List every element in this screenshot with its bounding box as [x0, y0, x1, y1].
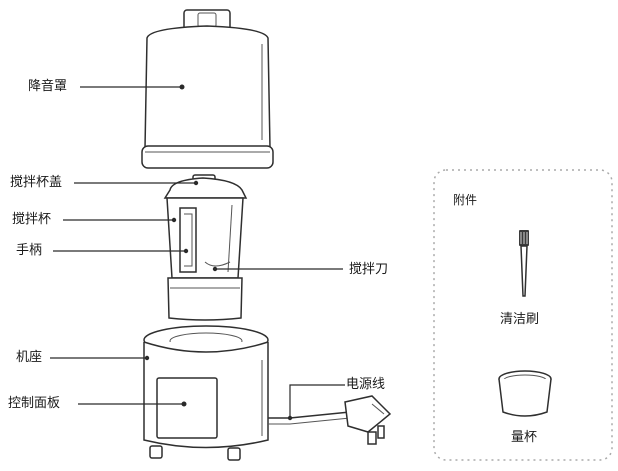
label-base: 机座	[16, 350, 43, 365]
label-blade: 搅拌刀	[349, 262, 389, 277]
label-noise-cover: 降音罩	[28, 79, 68, 94]
noise-cover-drawing	[141, 9, 274, 169]
label-handle: 手柄	[16, 243, 43, 258]
power-cord-drawing	[268, 395, 392, 445]
jar-lid-drawing	[163, 174, 248, 199]
label-measuring-cup: 量杯	[511, 430, 538, 445]
leader-lines	[50, 84, 345, 421]
accessories-drawing	[433, 169, 613, 461]
accessories-title: 附件	[453, 193, 478, 207]
base-drawing	[143, 325, 269, 461]
label-power-cord: 电源线	[346, 377, 386, 392]
label-control-panel: 控制面板	[8, 396, 61, 411]
label-cleaning-brush: 清洁刷	[500, 312, 540, 327]
jar-drawing	[166, 197, 244, 321]
label-jar: 搅拌杯	[12, 212, 52, 227]
label-jar-lid: 搅拌杯盖	[10, 175, 63, 190]
